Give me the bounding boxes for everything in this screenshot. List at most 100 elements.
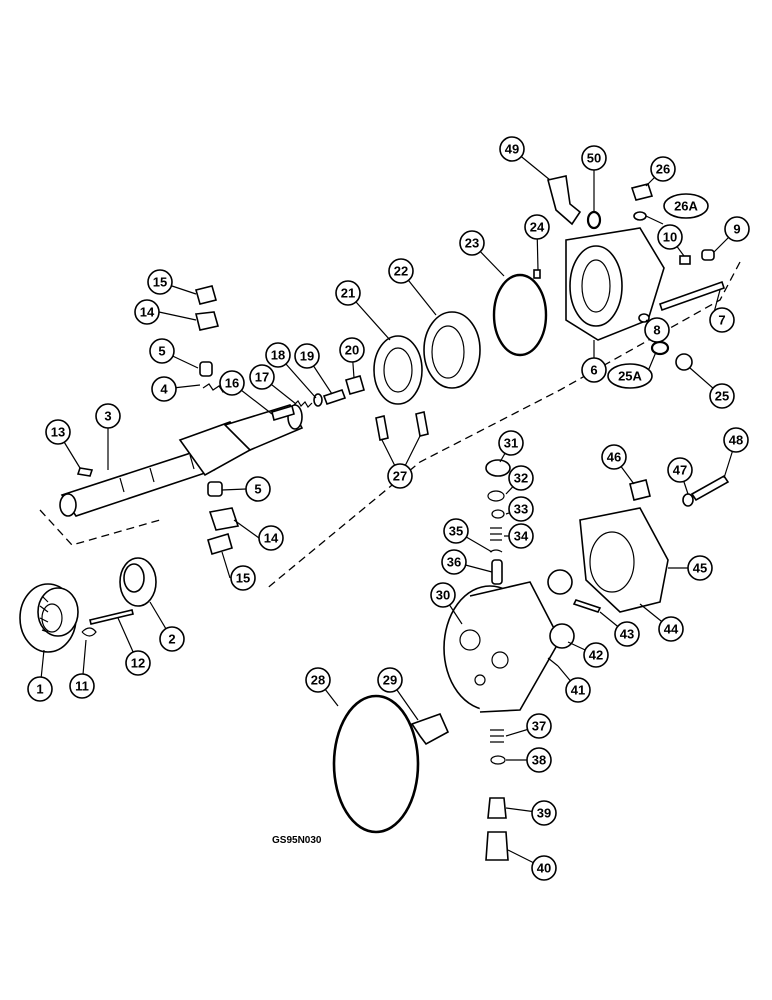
part-48-bolt: [690, 474, 730, 502]
svg-text:24: 24: [530, 220, 545, 235]
callout-13: 13: [45, 419, 71, 445]
part-49-elbow-fitting: [547, 175, 582, 226]
svg-text:43: 43: [620, 627, 634, 642]
callout-16: 16: [219, 370, 245, 396]
svg-text:47: 47: [673, 463, 687, 478]
part-46-fitting: [629, 479, 651, 501]
svg-text:36: 36: [447, 555, 461, 570]
shaft-bracket-dashed-line: [39, 509, 161, 546]
callout-31: 31: [498, 430, 524, 456]
part-45-cover-plate: [579, 507, 669, 613]
upper-section-dashed-line: [264, 261, 741, 591]
callout-42: 42: [583, 642, 609, 668]
svg-text:7: 7: [718, 313, 725, 328]
part-50-seal: [586, 210, 602, 230]
svg-text:44: 44: [664, 622, 679, 637]
callout-35: 35: [443, 518, 469, 544]
part-39-nipple: [487, 797, 507, 819]
callout-39: 39: [531, 800, 557, 826]
parts-drawing: [19, 175, 730, 861]
svg-text:1: 1: [36, 682, 43, 697]
callout-46: 46: [601, 444, 627, 470]
callout-15-upper: 15: [147, 269, 173, 295]
svg-text:17: 17: [255, 370, 269, 385]
part-38-ring: [490, 755, 506, 765]
part-42-gear-lower: [549, 623, 575, 649]
svg-text:15: 15: [236, 571, 250, 586]
svg-text:15: 15: [153, 275, 167, 290]
part-42-gear-upper: [547, 569, 573, 595]
callout-48: 48: [723, 427, 749, 453]
part-33-seal: [491, 509, 505, 519]
part-1-drive-hub: [19, 583, 79, 653]
part-17-spring: [293, 400, 313, 408]
svg-text:35: 35: [449, 524, 463, 539]
part-32-washer: [487, 490, 505, 502]
svg-text:31: 31: [504, 436, 518, 451]
svg-text:10: 10: [663, 230, 677, 245]
callout-4: 4: [151, 376, 177, 402]
svg-text:22: 22: [394, 264, 408, 279]
svg-text:19: 19: [300, 349, 314, 364]
svg-text:14: 14: [264, 531, 279, 546]
part-19-screw: [322, 388, 347, 406]
callout-3: 3: [95, 403, 121, 429]
callout-2: 2: [159, 626, 185, 652]
callout-1: 1: [27, 676, 53, 702]
svg-text:41: 41: [571, 683, 585, 698]
part-14-cap-lower: [208, 507, 240, 531]
svg-text:12: 12: [131, 656, 145, 671]
section-boundary-lines: [39, 261, 741, 591]
svg-text:11: 11: [75, 679, 89, 694]
callout-26a: 26A: [663, 193, 709, 219]
callout-30: 30: [430, 582, 456, 608]
svg-text:45: 45: [693, 561, 707, 576]
part-25-plug: [675, 353, 693, 371]
part-14-cap-upper: [195, 311, 220, 331]
part-31-screw-head: [485, 459, 511, 477]
svg-text:28: 28: [311, 673, 325, 688]
svg-text:18: 18: [271, 348, 285, 363]
callout-25: 25: [709, 383, 735, 409]
part-26a-washer: [633, 211, 647, 221]
svg-text:33: 33: [514, 502, 528, 517]
svg-text:30: 30: [436, 588, 450, 603]
part-36-pin: [491, 559, 503, 585]
callout-44: 44: [658, 616, 684, 642]
callout-19: 19: [294, 343, 320, 369]
part-27-screw-left: [375, 415, 389, 441]
svg-text:27: 27: [393, 469, 407, 484]
svg-text:29: 29: [383, 673, 397, 688]
part-22-housing-ring: [423, 311, 481, 389]
figure-code: GS95N030: [272, 835, 322, 846]
callout-25a: 25A: [607, 363, 653, 389]
svg-text:23: 23: [465, 236, 479, 251]
part-12-pin: [89, 609, 134, 625]
callout-8: 8: [644, 317, 670, 343]
svg-text:37: 37: [532, 719, 546, 734]
callout-28: 28: [305, 667, 331, 693]
callout-10: 10: [657, 224, 683, 250]
part-29-valve: [410, 712, 450, 746]
part-7-rod: [658, 280, 726, 312]
part-25a-ring: [650, 340, 670, 356]
svg-text:46: 46: [607, 450, 621, 465]
callout-14-upper: 14: [134, 299, 160, 325]
part-9-cap: [701, 249, 715, 261]
callout-12: 12: [125, 650, 151, 676]
svg-text:25: 25: [715, 389, 729, 404]
part-30-pump-body: [443, 581, 561, 713]
svg-text:14: 14: [140, 305, 155, 320]
callout-15-lower: 15: [230, 565, 256, 591]
callouts: 1 2 3 4 5 5 6 7 8 9 10 11 12 13 14 14 15…: [27, 136, 750, 881]
callout-29: 29: [377, 667, 403, 693]
part-28-o-ring: [332, 694, 420, 834]
svg-text:9: 9: [733, 222, 740, 237]
callout-27: 27: [387, 463, 413, 489]
svg-text:2: 2: [168, 632, 175, 647]
svg-text:32: 32: [514, 471, 528, 486]
callout-50: 50: [581, 145, 607, 171]
callout-38: 38: [526, 747, 552, 773]
callout-24: 24: [524, 214, 550, 240]
